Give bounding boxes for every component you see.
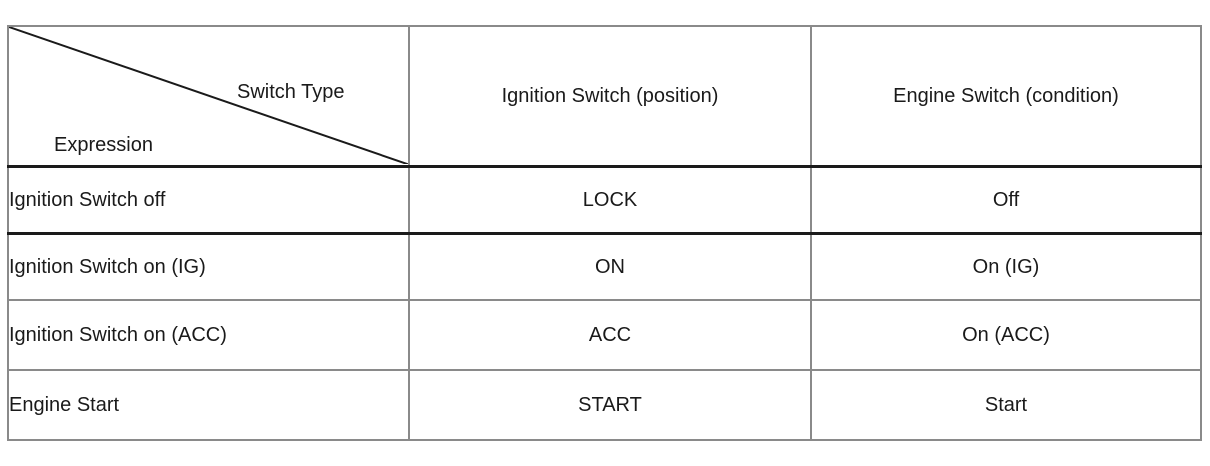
- table-row: Engine Start START Start: [8, 370, 1201, 440]
- cell-engine-condition-row-1: Off: [810, 166, 1201, 235]
- table-header-row: Switch Type Expression Ignition Switch (…: [8, 26, 1201, 168]
- cell-engine-condition-row-2: On (IG): [810, 233, 1201, 301]
- cell-ignition-position-row-1: LOCK: [408, 166, 811, 235]
- corner-header-cell: Switch Type Expression: [8, 26, 409, 168]
- row-label-engine-start: Engine Start: [8, 370, 409, 440]
- column-header-engine-switch: Engine Switch (condition): [810, 26, 1201, 168]
- cell-engine-condition-row-4: Start: [810, 370, 1201, 440]
- row-label-ignition-switch-on-acc: Ignition Switch on (ACC): [8, 300, 409, 371]
- column-header-ignition-switch: Ignition Switch (position): [408, 26, 811, 168]
- table-row: Ignition Switch on (ACC) ACC On (ACC): [8, 300, 1201, 371]
- table-row: Ignition Switch off LOCK Off: [8, 166, 1201, 235]
- cell-engine-condition-row-3: On (ACC): [810, 300, 1201, 371]
- row-axis-label: Expression: [54, 134, 153, 156]
- table-row: Ignition Switch on (IG) ON On (IG): [8, 233, 1201, 301]
- row-label-ignition-switch-off: Ignition Switch off: [8, 166, 409, 235]
- cell-ignition-position-row-3: ACC: [408, 300, 811, 371]
- cell-ignition-position-row-2: ON: [408, 233, 811, 301]
- cell-ignition-position-row-4: START: [408, 370, 811, 440]
- row-label-ignition-switch-on-ig: Ignition Switch on (IG): [8, 233, 409, 301]
- switch-type-expression-table: Switch Type Expression Ignition Switch (…: [7, 25, 1202, 441]
- column-axis-label: Switch Type: [237, 81, 345, 103]
